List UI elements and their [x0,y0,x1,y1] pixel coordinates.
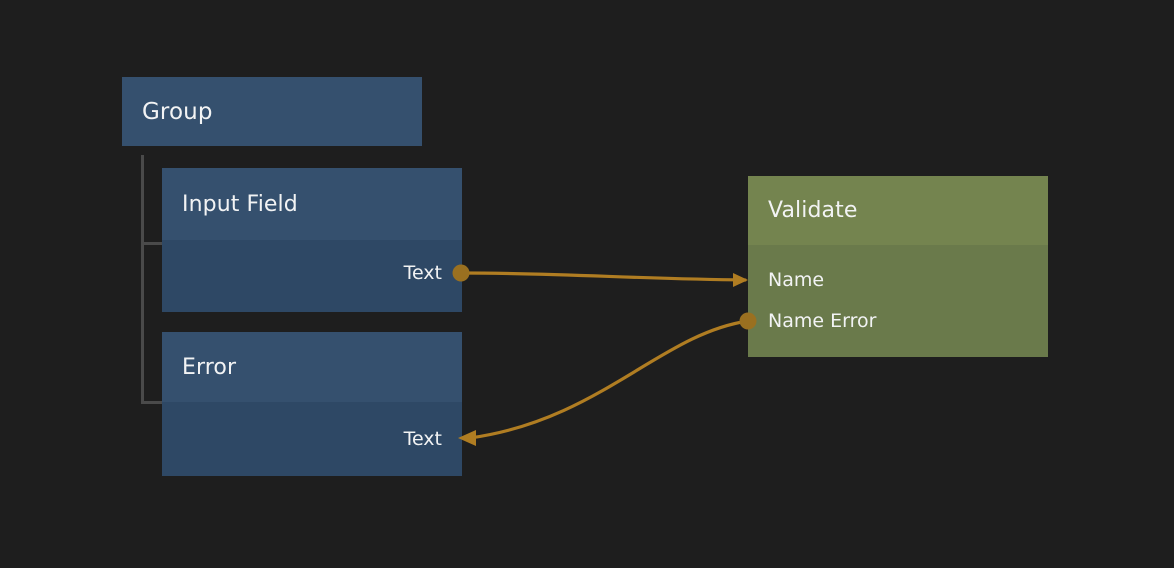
bracket-tick-bottom [141,401,162,404]
bracket-tick-middle [141,242,162,245]
bracket-vertical-line [141,155,144,404]
port-label-validate-name: Name [768,269,825,291]
node-group-title: Group [142,98,213,125]
node-input-field-body: Text [162,240,462,312]
node-error-body: Text [162,402,462,476]
node-group[interactable]: Group [122,77,422,146]
port-label-validate-name-error: Name Error [768,310,877,332]
node-validate-header[interactable]: Validate [748,176,1048,245]
port-input-error-text[interactable]: Text [404,430,442,449]
node-validate-title: Validate [768,198,858,223]
node-input-field-header[interactable]: Input Field [162,168,462,240]
node-error-title: Error [182,354,237,380]
node-validate[interactable]: Validate Name Name Error [748,176,1048,357]
node-error-header[interactable]: Error [162,332,462,402]
port-label-error-text: Text [403,428,442,450]
node-error[interactable]: Error Text [162,332,462,476]
node-input-field-title: Input Field [182,191,298,217]
port-label-input-field-text: Text [403,262,442,284]
edge-validate-name-error-to-error-text [458,319,750,446]
port-output-validate-name-error[interactable]: Name Error [768,312,876,331]
port-output-input-field-text[interactable]: Text [404,264,442,283]
node-group-header[interactable]: Group [122,77,422,146]
edge-input-text-to-validate-name [459,271,748,287]
node-input-field[interactable]: Input Field Text [162,168,462,312]
node-validate-body: Name Name Error [748,245,1048,357]
group-membership-bracket [141,155,163,404]
port-input-validate-name[interactable]: Name [768,271,824,290]
